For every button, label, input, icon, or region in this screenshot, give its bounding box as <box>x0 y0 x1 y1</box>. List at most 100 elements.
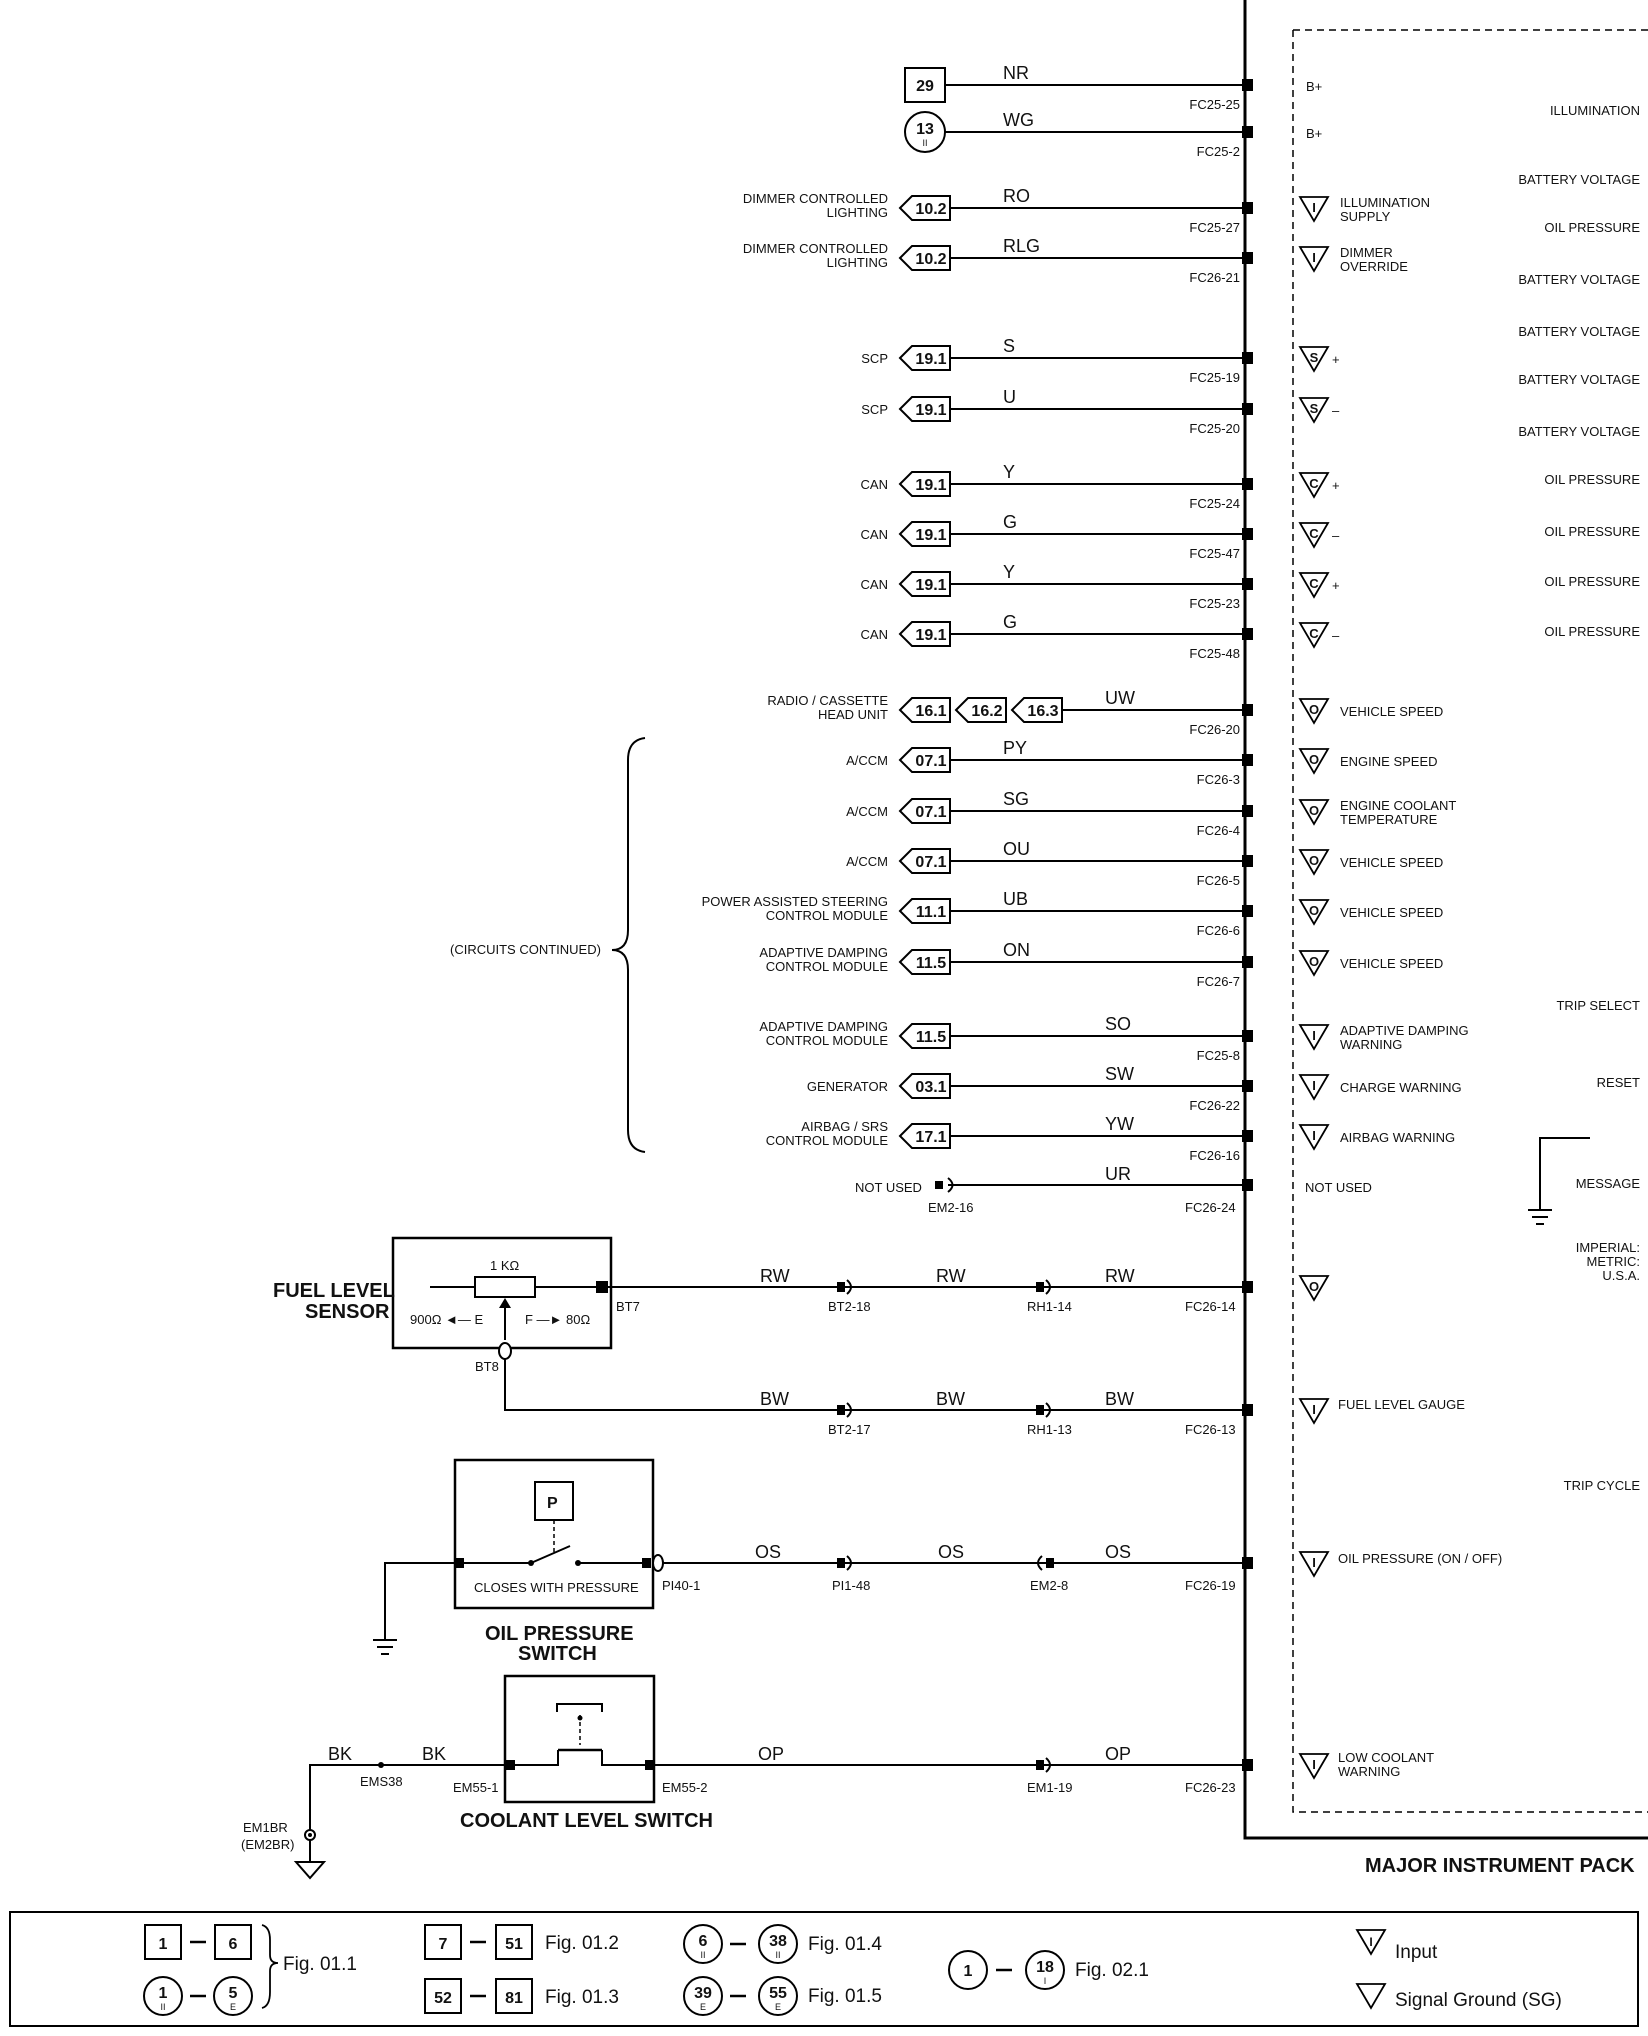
legend-square-label: 6 <box>229 1936 238 1953</box>
os-color-2: OS <box>938 1542 964 1562</box>
instrument-pack-inner-outline <box>1292 30 1648 1813</box>
legend-circle <box>143 1976 183 2016</box>
fig-ref-tag-label: 11.1 <box>916 904 946 921</box>
fig-ref-tag-label: 03.1 <box>915 1079 946 1096</box>
pin-function-label: ILLUMINATION <box>1340 195 1430 210</box>
oil-pressure-switch: P CLOSES WITH PRESSURE OIL PRESSURE SWIT… <box>373 1458 1502 1665</box>
bt7-label: BT7 <box>616 1299 640 1314</box>
pack-pin <box>1242 79 1253 91</box>
legend-circle-label: 18 <box>1036 1959 1054 1976</box>
pack-function-label: MESSAGE <box>1576 1176 1641 1191</box>
fig-02-1-label: Fig. 02.1 <box>1075 1960 1149 1981</box>
connector-pin-label: FC26-16 <box>1189 1148 1240 1163</box>
pack-function-label: ILLUMINATION <box>1550 103 1640 118</box>
connector-pin-label: FC26-20 <box>1189 722 1240 737</box>
circuit-description-2: LIGHTING <box>827 205 888 220</box>
circuit-description: SCP <box>861 402 888 417</box>
pin-function-label: ENGINE COOLANT <box>1340 798 1456 813</box>
signal-type-triangle <box>1298 472 1330 499</box>
circuit-description-2: CONTROL MODULE <box>766 1133 889 1148</box>
polarity-sign: + <box>1332 352 1340 367</box>
pin-function-label: DIMMER <box>1340 245 1393 260</box>
connector-pin-label: FC26-6 <box>1197 923 1240 938</box>
page-ref-number: 13 <box>916 121 934 138</box>
legend-circle <box>213 1976 253 2016</box>
potentiometer <box>474 1276 536 1298</box>
signal-type-letter: I <box>1312 1555 1316 1570</box>
legend-circle-label: 6 <box>699 1933 708 1950</box>
legend-square-label: 1 <box>159 1936 168 1953</box>
wiper-arrow <box>499 1298 511 1308</box>
bt2-18-label: BT2-18 <box>828 1299 871 1314</box>
signal-type-letter: I <box>1312 1078 1316 1093</box>
pack-pin <box>1242 805 1253 817</box>
circuit-description: RADIO / CASSETTE <box>767 693 888 708</box>
signal-type-letter: S <box>1310 350 1319 365</box>
rh1-14-label: RH1-14 <box>1027 1299 1072 1314</box>
instrument-pack-outline <box>1243 0 1648 1840</box>
pack-function-label: BATTERY VOLTAGE <box>1518 424 1640 439</box>
pack-function-label: BATTERY VOLTAGE <box>1518 172 1640 187</box>
signal-type-letter: O <box>1309 803 1319 818</box>
pack-pin <box>1242 628 1253 640</box>
pack-pin <box>1242 1030 1253 1042</box>
bw-wire <box>504 1359 1245 1411</box>
bk-color-2: BK <box>422 1744 446 1764</box>
fig-ref-tag-label: 07.1 <box>915 804 946 821</box>
page-ref-sub: II <box>922 138 927 148</box>
fuel-full-label: F —► 80Ω <box>525 1312 590 1327</box>
em2-8-connector <box>1046 1558 1054 1568</box>
fig-01-3-label: Fig. 01.3 <box>545 1987 619 2008</box>
legend-square <box>495 1924 533 1960</box>
connector-pin-label: FC25-47 <box>1189 546 1240 561</box>
signal-type-triangle <box>1298 950 1330 977</box>
legend-circle <box>758 1976 798 2016</box>
circuit-description: ADAPTIVE DAMPING <box>759 1019 888 1034</box>
circuit-description: SCP <box>861 351 888 366</box>
pin-function-label: VEHICLE SPEED <box>1340 956 1443 971</box>
float-cap <box>556 1703 603 1712</box>
ground-icon <box>373 1639 397 1655</box>
pack-function-label: BATTERY VOLTAGE <box>1518 324 1640 339</box>
rw-color-3: RW <box>1105 1266 1135 1286</box>
fig-ref-tag-label: 16.1 <box>915 703 946 720</box>
wire-color-code: NR <box>1003 63 1029 83</box>
not-used-circuit: NOT USED EM2-16 UR FC26-24 NOT USED <box>855 1164 1372 1215</box>
signal-type-triangle <box>1298 622 1330 649</box>
pack-function-label: OIL PRESSURE <box>1544 574 1640 589</box>
fig-ref-tag-label: 11.5 <box>916 1029 946 1046</box>
signal-type-triangle <box>1298 899 1330 926</box>
wire-color-code: UB <box>1003 889 1028 909</box>
circuit-description: CAN <box>861 477 888 492</box>
pack-function-label: BATTERY VOLTAGE <box>1518 272 1640 287</box>
pin-function-label: VEHICLE SPEED <box>1340 704 1443 719</box>
fig-ref-tag-label: 19.1 <box>915 577 946 594</box>
em1-19-connector-cap <box>1045 1757 1051 1773</box>
bk-color-1: BK <box>328 1744 352 1764</box>
pack-pin <box>1242 905 1253 917</box>
pack-pin <box>1242 704 1253 716</box>
pin-function-label-2: SUPPLY <box>1340 209 1391 224</box>
fig-ref-tag-label: 19.1 <box>915 402 946 419</box>
circuit-description: A/CCM <box>846 804 888 819</box>
rw-color-2: RW <box>936 1266 966 1286</box>
signal-type-triangle <box>1298 1551 1330 1578</box>
circuit-description-2: LIGHTING <box>827 255 888 270</box>
pack-pin <box>1242 126 1253 138</box>
signal-type-triangle <box>1298 1753 1330 1780</box>
rh1-13-connector <box>1036 1405 1044 1415</box>
legend-circle <box>683 1924 723 1964</box>
fig-01-1-label: Fig. 01.1 <box>283 1954 357 1975</box>
pressure-symbol-label: P <box>547 1495 558 1512</box>
circuit-description: AIRBAG / SRS <box>801 1119 888 1134</box>
connector-pin-label: FC25-23 <box>1189 596 1240 611</box>
bt2-18-connector <box>837 1282 845 1292</box>
signal-type-triangle <box>1298 748 1330 775</box>
signal-type-triangle <box>1298 1024 1330 1051</box>
legend-square-label: 51 <box>505 1936 523 1953</box>
connector-pin-label: FC26-22 <box>1189 1098 1240 1113</box>
pack-function-label: METRIC: <box>1587 1254 1640 1269</box>
